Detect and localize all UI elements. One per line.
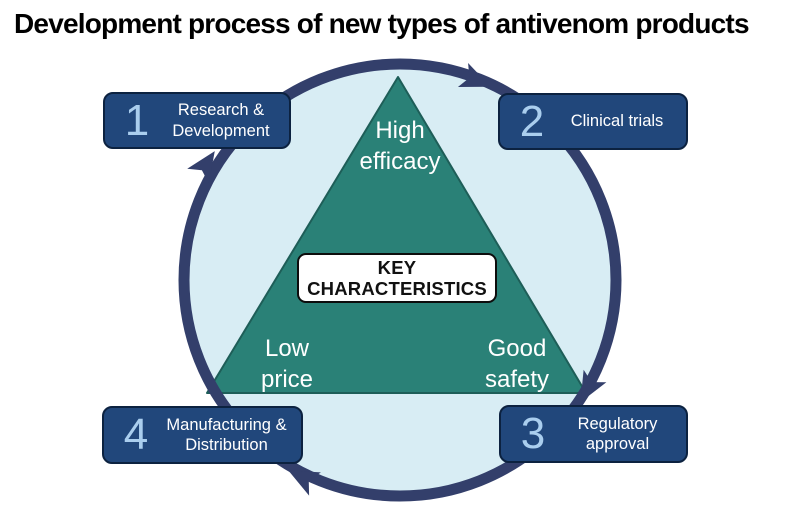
- step-box-clinical-trials: 2 Clinical trials: [498, 93, 688, 150]
- cycle-arrowhead-bottom-left-icon: [288, 470, 321, 496]
- triangle-label-good-safety: Good safety: [484, 335, 550, 393]
- cycle-arrowhead-top-left-icon: [187, 151, 215, 184]
- step-number: 1: [124, 95, 150, 145]
- step-box-regulatory-approval: 3 Regulatory approval: [499, 405, 688, 463]
- cycle-arrowhead-bottom-right-icon: [580, 369, 607, 403]
- page-title: Development process of new types of anti…: [14, 8, 750, 39]
- step-label: Clinical trials: [570, 112, 664, 131]
- key-characteristics-label: KEY CHARACTERISTICS: [307, 256, 487, 299]
- step-label: Manufacturing & Distribution: [166, 415, 287, 454]
- step-number: 2: [519, 96, 545, 146]
- triangle-label-low-price: Low price: [260, 335, 314, 393]
- step-box-research-development: 1 Research & Development: [103, 92, 291, 149]
- step-box-manufacturing-distribution: 4 Manufacturing & Distribution: [102, 406, 303, 464]
- step-label: Research & Development: [172, 101, 270, 140]
- key-characteristics-box: KEY CHARACTERISTICS: [297, 253, 497, 303]
- key-characteristics-triangle: [206, 76, 587, 394]
- cycle-ring: [178, 58, 622, 502]
- step-number: 3: [520, 409, 546, 458]
- step-number: 4: [123, 410, 149, 459]
- cycle-arrowhead-top-right-icon: [457, 63, 491, 87]
- step-label: Regulatory approval: [577, 414, 658, 453]
- triangle-label-high-efficacy: High efficacy: [359, 117, 441, 175]
